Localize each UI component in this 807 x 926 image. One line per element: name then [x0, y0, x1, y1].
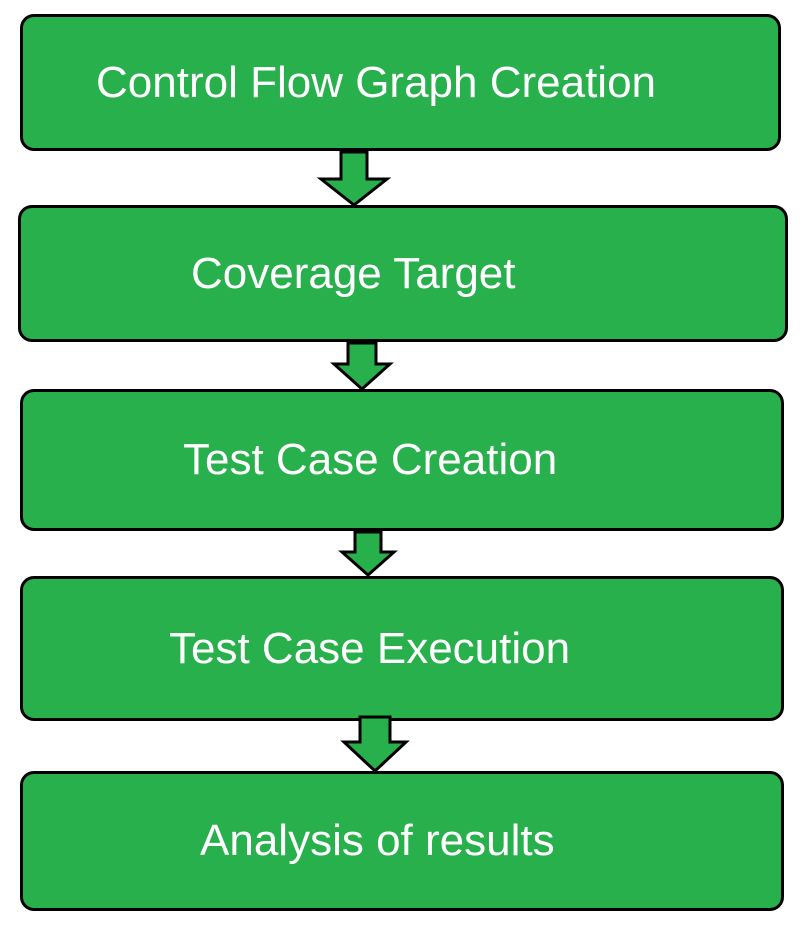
step-label: Test Case Execution	[169, 623, 571, 673]
step-label: Control Flow Graph Creation	[96, 57, 657, 107]
step-test-case-execution: Test Case Execution	[20, 576, 784, 721]
step-label: Analysis of results	[200, 816, 555, 865]
step-coverage-target: Coverage Target	[18, 205, 788, 342]
down-arrow-icon	[330, 341, 394, 392]
step-test-case-creation: Test Case Creation	[20, 389, 784, 531]
down-arrow-icon	[340, 715, 410, 774]
step-label: Coverage Target	[191, 248, 516, 298]
step-analysis-of-results: Analysis of results	[20, 771, 784, 911]
down-arrow-icon	[338, 530, 398, 578]
step-control-flow-graph-creation: Control Flow Graph Creation	[20, 14, 781, 151]
down-arrow-icon	[316, 150, 392, 207]
step-label: Test Case Creation	[183, 435, 558, 484]
